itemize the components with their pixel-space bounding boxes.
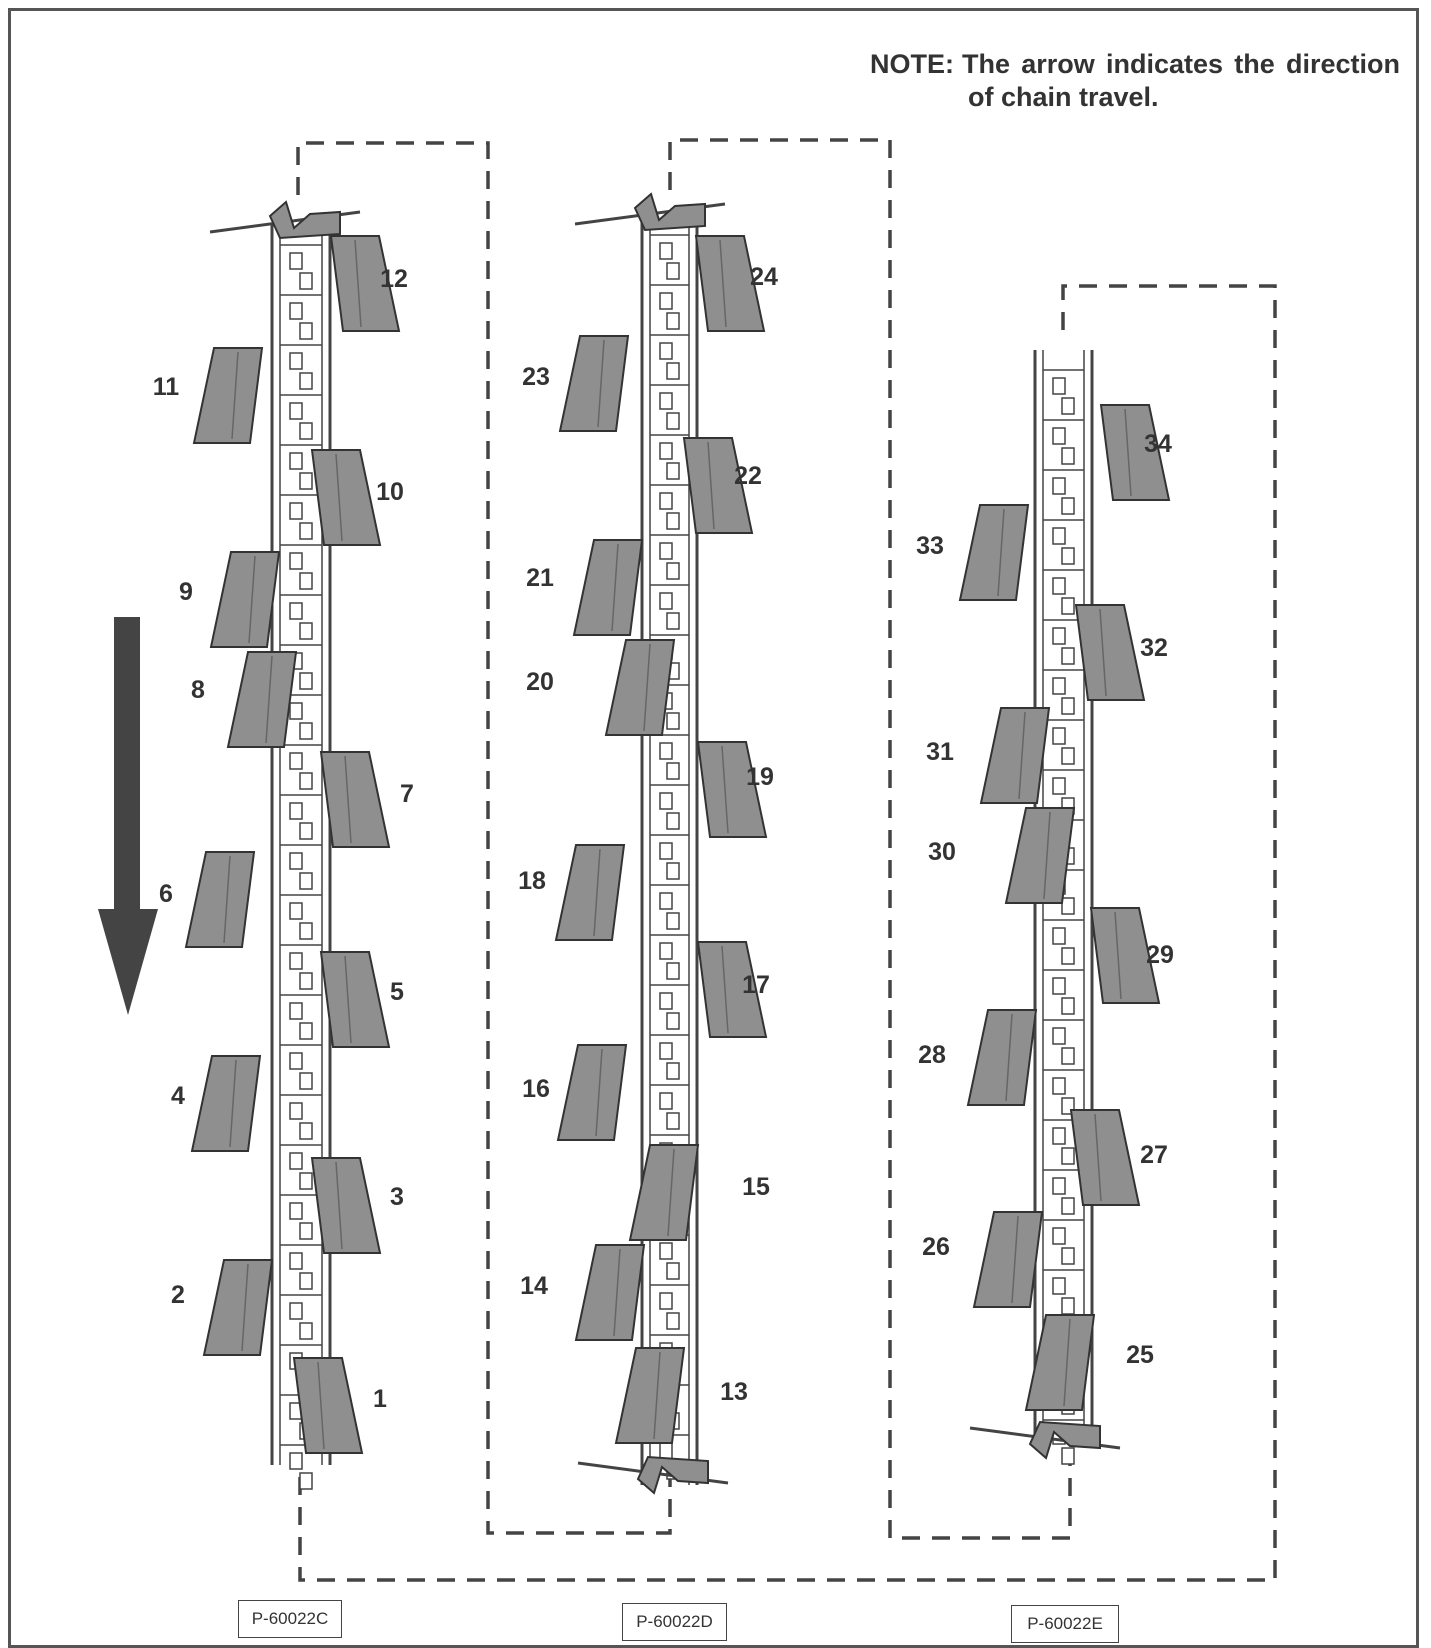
paddle: [556, 1044, 628, 1141]
paddle: [604, 639, 676, 736]
paddle-number-label: 17: [742, 971, 770, 999]
direction-note: NOTE: The arrow indicates the direction o…: [870, 48, 1400, 114]
figure-ref-3: P-60022E: [1011, 1605, 1119, 1643]
paddle: [554, 844, 626, 941]
paddle-number-label: 4: [171, 1082, 185, 1110]
figure-ref-1: P-60022C: [238, 1600, 342, 1638]
paddle-number-label: 32: [1140, 634, 1168, 662]
note-line-2: of chain travel.: [968, 82, 1159, 112]
paddle-number-label: 14: [520, 1272, 548, 1300]
paddle: [226, 651, 298, 748]
paddle-number-label: 6: [159, 880, 173, 908]
paddle: [694, 235, 766, 332]
paddle-number-label: 23: [522, 363, 550, 391]
arrow-down-icon: [98, 617, 158, 1015]
paddle-number-label: 15: [742, 1173, 770, 1201]
paddle: [1099, 404, 1171, 501]
paddle: [190, 1055, 262, 1152]
paddle: [572, 539, 644, 636]
paddle: [614, 1347, 686, 1444]
paddle-number-label: 20: [526, 668, 554, 696]
chain-end-guide: [577, 1455, 729, 1495]
paddle-number-label: 16: [522, 1075, 550, 1103]
paddle: [558, 335, 630, 432]
paddle-number-label: 9: [179, 578, 193, 606]
chain-end-guide: [209, 200, 361, 240]
paddle-number-label: 26: [922, 1233, 950, 1261]
paddle-number-label: 22: [734, 462, 762, 490]
paddle-number-label: 24: [750, 263, 778, 291]
paddle-number-label: 18: [518, 867, 546, 895]
chain-end-guide: [574, 192, 726, 232]
paddle-number-label: 29: [1146, 941, 1174, 969]
figure-ref-2: P-60022D: [622, 1603, 727, 1641]
chain-section-2: [640, 215, 699, 1485]
paddle: [958, 504, 1030, 601]
paddle: [292, 1357, 364, 1454]
paddle: [1074, 604, 1146, 701]
paddle-number-label: 21: [526, 564, 554, 592]
paddle-number-label: 5: [390, 978, 404, 1006]
paddle: [202, 1259, 274, 1356]
paddle-number-label: 13: [720, 1378, 748, 1406]
paddle-number-label: 33: [916, 532, 944, 560]
paddle-number-label: 1: [373, 1385, 387, 1413]
paddle: [972, 1211, 1044, 1308]
paddle: [209, 551, 281, 648]
paddle: [628, 1144, 700, 1241]
paddle-number-label: 34: [1144, 430, 1172, 458]
paddle-number-label: 12: [380, 265, 408, 293]
paddle: [682, 437, 754, 534]
paddle-number-label: 10: [376, 478, 404, 506]
paddle: [319, 951, 391, 1048]
paddle-number-label: 11: [153, 373, 180, 401]
paddle-number-label: 3: [390, 1183, 404, 1211]
chain-section-3: [1033, 350, 1094, 1465]
paddle-number-label: 8: [191, 676, 205, 704]
paddle: [574, 1244, 646, 1341]
paddle-number-label: 31: [926, 738, 954, 766]
paddle-number-label: 25: [1126, 1341, 1154, 1369]
paddle: [184, 851, 256, 948]
paddle: [696, 941, 768, 1038]
paddle: [979, 707, 1051, 804]
paddle: [1024, 1314, 1096, 1411]
paddle-number-label: 19: [746, 763, 774, 791]
paddle: [1069, 1109, 1141, 1206]
chain-section-1: [270, 225, 332, 1490]
paddle: [310, 449, 382, 546]
paddle-number-label: 30: [928, 838, 956, 866]
paddle: [310, 1157, 382, 1254]
chain-end-guide: [969, 1420, 1121, 1460]
paddle: [1004, 807, 1076, 904]
dashed-connector-path: [296, 138, 1277, 1582]
paddle: [329, 235, 401, 332]
paddle-number-label: 28: [918, 1041, 946, 1069]
paddle: [1089, 907, 1161, 1004]
paddle-number-label: 2: [171, 1281, 185, 1309]
paddle: [192, 347, 264, 444]
note-prefix: NOTE:: [870, 49, 954, 79]
paddle-number-label: 7: [400, 780, 414, 808]
paddle: [319, 751, 391, 848]
paddle: [696, 741, 768, 838]
paddle: [966, 1009, 1038, 1106]
note-line-1: The arrow indicates the direction: [962, 49, 1400, 79]
paddle-number-label: 27: [1140, 1141, 1168, 1169]
